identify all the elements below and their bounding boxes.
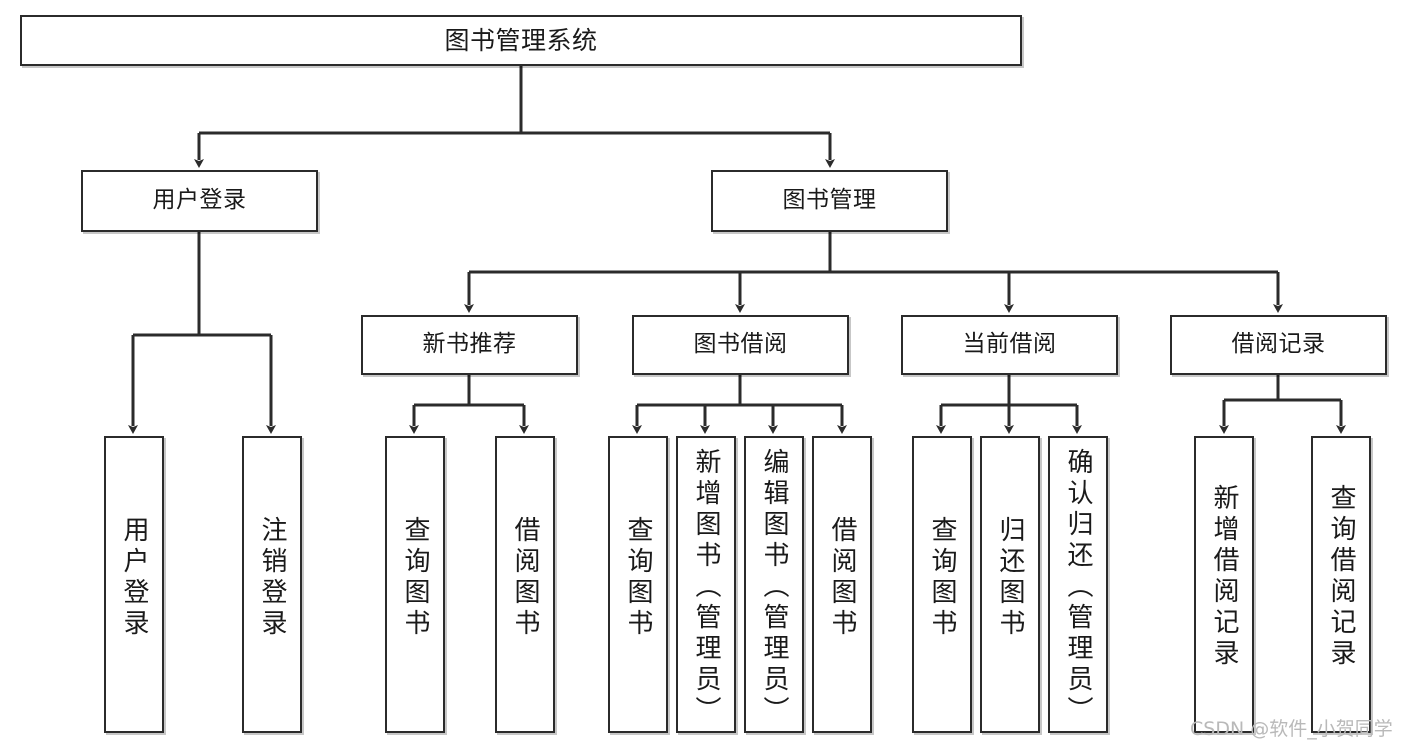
node-leaf-query-book-2-label: 查询图书 bbox=[623, 516, 653, 640]
node-user-login[interactable]: 用户登录 bbox=[81, 170, 318, 232]
node-book-manage[interactable]: 图书管理 bbox=[711, 170, 948, 232]
node-leaf-edit-book[interactable]: 编辑图书（管理员） bbox=[744, 436, 804, 733]
node-book-manage-label: 图书管理 bbox=[782, 187, 877, 214]
node-borrow-record-label: 借阅记录 bbox=[1231, 331, 1326, 358]
node-leaf-add-record[interactable]: 新增借阅记录 bbox=[1194, 436, 1254, 733]
node-leaf-query-book-2[interactable]: 查询图书 bbox=[608, 436, 668, 733]
node-leaf-confirm-return-label: 确认归还（管理员） bbox=[1063, 448, 1093, 727]
node-leaf-query-book-3[interactable]: 查询图书 bbox=[912, 436, 972, 733]
node-leaf-add-book-label: 新增图书（管理员） bbox=[691, 448, 721, 727]
node-leaf-borrow-book-2[interactable]: 借阅图书 bbox=[812, 436, 872, 733]
node-root[interactable]: 图书管理系统 bbox=[20, 15, 1022, 66]
node-borrow-record[interactable]: 借阅记录 bbox=[1170, 315, 1387, 375]
node-leaf-query-book-3-label: 查询图书 bbox=[927, 516, 957, 640]
node-new-book-rec-label: 新书推荐 bbox=[422, 331, 517, 358]
node-leaf-user-login[interactable]: 用户登录 bbox=[104, 436, 164, 733]
node-leaf-query-book-1-label: 查询图书 bbox=[400, 516, 430, 640]
node-leaf-confirm-return[interactable]: 确认归还（管理员） bbox=[1048, 436, 1108, 733]
node-leaf-logout-login-label: 注销登录 bbox=[257, 516, 287, 640]
node-new-book-rec[interactable]: 新书推荐 bbox=[361, 315, 578, 375]
node-leaf-add-record-label: 新增借阅记录 bbox=[1209, 484, 1239, 670]
node-leaf-user-login-label: 用户登录 bbox=[119, 516, 149, 640]
node-current-borrow[interactable]: 当前借阅 bbox=[901, 315, 1118, 375]
node-leaf-edit-book-label: 编辑图书（管理员） bbox=[759, 448, 789, 727]
node-user-login-label: 用户登录 bbox=[152, 187, 247, 214]
node-current-borrow-label: 当前借阅 bbox=[962, 331, 1057, 358]
node-leaf-borrow-book-1-label: 借阅图书 bbox=[510, 516, 540, 640]
csdn-watermark: CSDN @软件_小贺同学 bbox=[1190, 718, 1393, 740]
node-leaf-query-record-label: 查询借阅记录 bbox=[1326, 484, 1356, 670]
node-leaf-return-book[interactable]: 归还图书 bbox=[980, 436, 1040, 733]
node-root-label: 图书管理系统 bbox=[444, 25, 598, 55]
node-leaf-add-book[interactable]: 新增图书（管理员） bbox=[676, 436, 736, 733]
node-leaf-query-record[interactable]: 查询借阅记录 bbox=[1311, 436, 1371, 733]
node-leaf-borrow-book-2-label: 借阅图书 bbox=[827, 516, 857, 640]
node-book-borrow-label: 图书借阅 bbox=[693, 331, 788, 358]
node-leaf-borrow-book-1[interactable]: 借阅图书 bbox=[495, 436, 555, 733]
node-leaf-query-book-1[interactable]: 查询图书 bbox=[385, 436, 445, 733]
node-book-borrow[interactable]: 图书借阅 bbox=[632, 315, 849, 375]
node-leaf-logout-login[interactable]: 注销登录 bbox=[242, 436, 302, 733]
node-leaf-return-book-label: 归还图书 bbox=[995, 516, 1025, 640]
